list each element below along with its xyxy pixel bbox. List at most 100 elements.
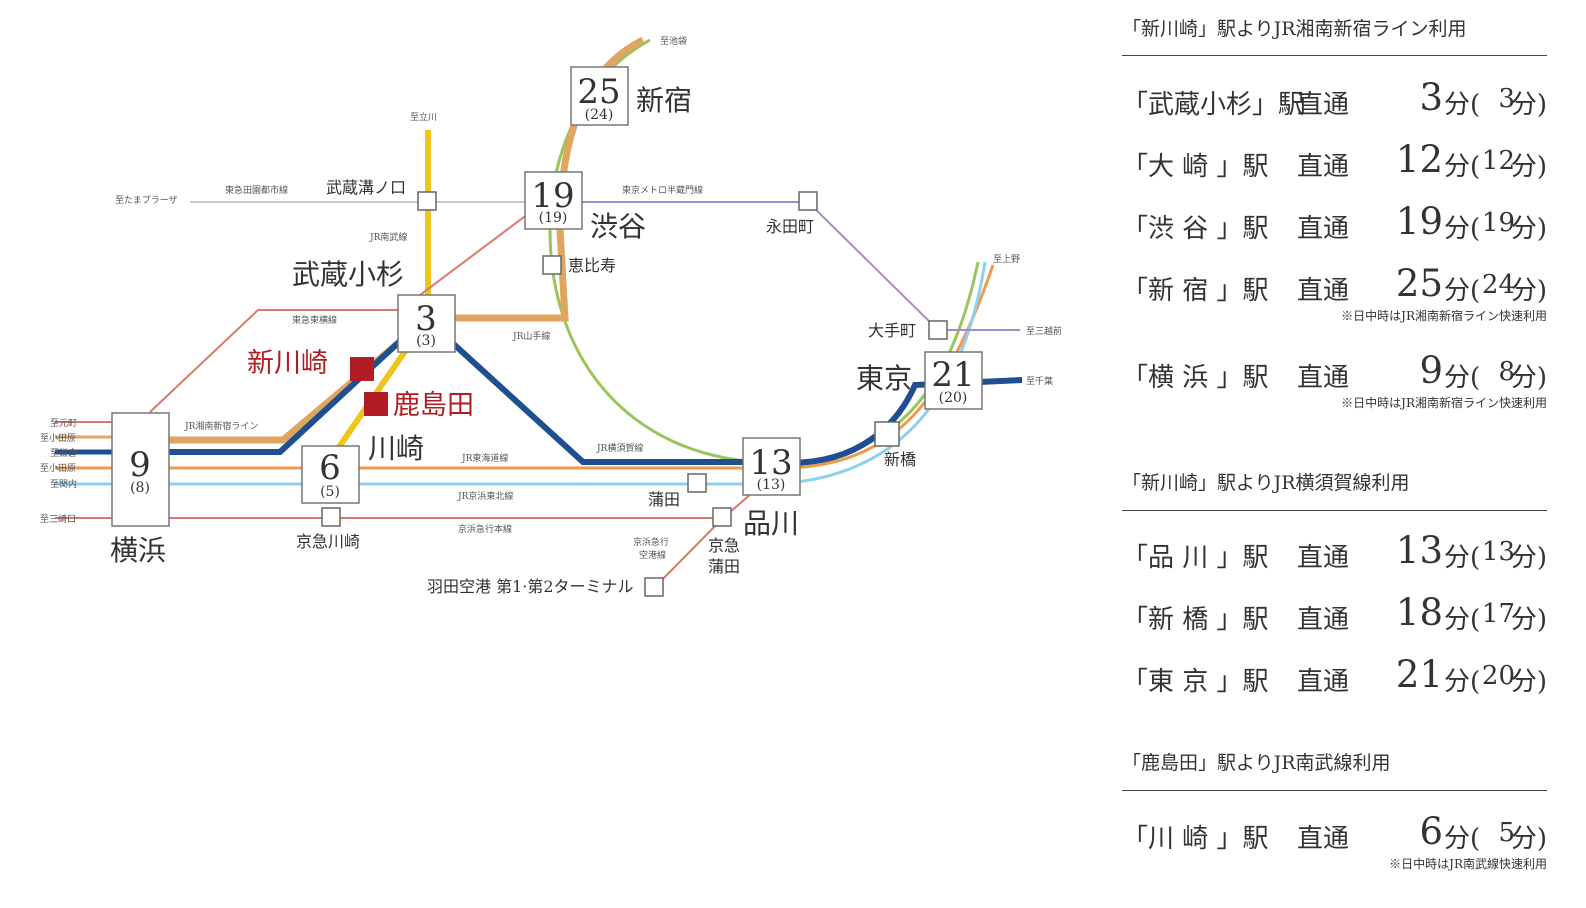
- name-keikyu-kamata-2: 蒲田: [708, 557, 740, 576]
- label-keikyu-main: 京浜急行本線: [458, 523, 512, 535]
- name-keikyu-kawasaki: 京急川崎: [296, 532, 360, 551]
- row-via: 直通: [1297, 824, 1350, 854]
- row-rapid-min: 17: [1481, 599, 1515, 629]
- row-minutes: 21: [1395, 653, 1443, 696]
- station-keikyu-kamata-marker: [712, 507, 732, 527]
- row-rapid-unit: 分): [1510, 824, 1547, 854]
- row-station: 「大 崎 」駅: [1122, 152, 1269, 182]
- row-rapid-unit: 分): [1510, 90, 1547, 120]
- row-rapid-min: 13: [1481, 537, 1515, 567]
- time-kawasaki: 6: [319, 448, 341, 488]
- time-shinjuku: 25: [577, 72, 620, 112]
- row-rapid-min: 3: [1498, 84, 1515, 114]
- label-keihin-tohoku: JR京浜東北線: [457, 490, 513, 502]
- row-tokyo: 「東 京 」駅 直通 21 分( 20 分): [1122, 653, 1547, 697]
- row-via: 直通: [1297, 363, 1350, 393]
- row-via: 直通: [1297, 543, 1350, 573]
- row-rapid-unit: 分): [1510, 363, 1547, 393]
- label-hanzomon: 東京メトロ半蔵門線: [622, 184, 703, 196]
- row-unit: 分(: [1444, 276, 1481, 306]
- row-via: 直通: [1297, 605, 1350, 635]
- row-shinagawa: 「品 川 」駅 直通 13 分( 13 分): [1122, 531, 1547, 573]
- row-via: 直通: [1297, 90, 1350, 120]
- row-station: 「横 浜 」駅: [1122, 363, 1269, 393]
- label-nambu: JR南武線: [369, 231, 407, 243]
- keihin-tohoku-line: [55, 261, 987, 486]
- row-station: 「東 京 」駅: [1122, 667, 1269, 697]
- section-title-nambu: 「鹿島田」駅よりJR南武線利用: [1122, 752, 1391, 774]
- station-shinkawasaki-marker: [350, 357, 374, 381]
- toyoko-line: [149, 204, 541, 413]
- row-rapid-min: 24: [1481, 270, 1515, 300]
- route-map: 25 19 3 9 6 13 21 (24) (19) (3) (8) (5) …: [40, 35, 1062, 597]
- row-unit: 分(: [1444, 605, 1481, 635]
- row-unit: 分(: [1444, 214, 1481, 244]
- rapid-yokohama: (8): [130, 480, 150, 496]
- dir-motomachi: 至元町: [50, 418, 77, 429]
- row-unit: 分(: [1444, 90, 1481, 120]
- yokosuka-line: [140, 313, 1023, 466]
- box-yokohama: [111, 412, 170, 527]
- row-station: 「新 橋 」駅: [1122, 605, 1269, 635]
- name-shinjuku: 新宿: [636, 84, 692, 117]
- dir-ueno: 至上野: [993, 254, 1020, 265]
- name-otemachi: 大手町: [868, 321, 916, 340]
- station-mizonokuchi-marker: [417, 191, 437, 211]
- row-rapid-unit: 分): [1510, 543, 1547, 573]
- station-kashimada-marker: [364, 392, 388, 416]
- row-station: 「新 宿 」駅: [1122, 276, 1269, 306]
- label-den-en-toshi: 東急田園都市線: [225, 184, 288, 196]
- row-station: 「渋 谷 」駅: [1122, 214, 1269, 244]
- name-shinkawasaki: 新川崎: [247, 348, 328, 379]
- section-title-yokosuka: 「新川崎」駅よりJR横須賀線利用: [1122, 472, 1410, 494]
- label-tokaido: JR東海道線: [461, 452, 508, 464]
- rapid-kawasaki: (5): [320, 484, 340, 500]
- box-shinagawa: [742, 437, 801, 496]
- station-otemachi-marker: [928, 320, 948, 340]
- dir-ikebukuro: 至池袋: [660, 35, 687, 47]
- row-note: ※日中時はJR湘南新宿ライン快速利用: [1341, 309, 1547, 323]
- row-unit: 分(: [1444, 543, 1481, 573]
- time-yokohama: 9: [129, 445, 151, 485]
- row-note: ※日中時はJR湘南新宿ライン快速利用: [1341, 396, 1547, 410]
- label-yokosuka: JR横須賀線: [596, 442, 643, 454]
- row-musashikosugi: 「武蔵小杉」駅 直通 3 分( 3 分): [1122, 78, 1547, 120]
- box-musashikosugi: [397, 294, 456, 353]
- row-shimbashi: 「新 橋 」駅 直通 18 分( 17 分): [1122, 593, 1547, 635]
- row-rapid-min: 12: [1481, 146, 1515, 176]
- label-yamanote: JR山手線: [512, 330, 550, 342]
- row-shibuya: 「渋 谷 」駅 直通 19 分( 19 分): [1122, 200, 1547, 244]
- box-shibuya: [524, 171, 583, 230]
- row-minutes: 25: [1395, 262, 1443, 305]
- row-rapid-unit: 分): [1510, 667, 1547, 697]
- name-haneda: 羽田空港 第1·第2ターミナル: [427, 577, 634, 596]
- box-shinjuku: [570, 66, 629, 126]
- row-minutes: 9: [1419, 349, 1443, 392]
- row-station: 「川 崎 」駅: [1122, 824, 1269, 854]
- row-rapid-min: 19: [1481, 208, 1515, 238]
- row-station: 「武蔵小杉」駅: [1122, 90, 1305, 120]
- dir-misakiguchi: 至三崎口: [40, 513, 76, 525]
- name-kashimada: 鹿島田: [393, 390, 474, 421]
- time-musashikosugi: 3: [415, 299, 437, 339]
- keikyu-airport-line: [654, 517, 724, 588]
- row-rapid-unit: 分): [1510, 152, 1547, 182]
- name-nagatacho: 永田町: [766, 217, 814, 236]
- row-rapid-unit: 分): [1510, 276, 1547, 306]
- rapid-tokyo: (20): [939, 390, 968, 406]
- station-haneda-marker: [644, 577, 664, 597]
- row-unit: 分(: [1444, 824, 1481, 854]
- label-keikyu-airport-1: 京浜急行: [633, 536, 669, 548]
- row-minutes: 19: [1395, 200, 1443, 243]
- station-kamata-marker: [687, 473, 707, 493]
- box-tokyo: [924, 351, 983, 410]
- name-keikyu-kamata-1: 京急: [708, 536, 740, 555]
- dir-kamakura: 至鎌倉: [50, 447, 77, 459]
- station-ebisu-marker: [542, 255, 562, 275]
- dir-tachikawa: 至立川: [410, 111, 437, 123]
- row-rapid-unit: 分): [1510, 605, 1547, 635]
- hanzomon-line: [553, 201, 1020, 331]
- box-kawasaki: [301, 445, 360, 504]
- row-via: 直通: [1297, 276, 1350, 306]
- row-note: ※日中時はJR南武線快速利用: [1389, 857, 1547, 871]
